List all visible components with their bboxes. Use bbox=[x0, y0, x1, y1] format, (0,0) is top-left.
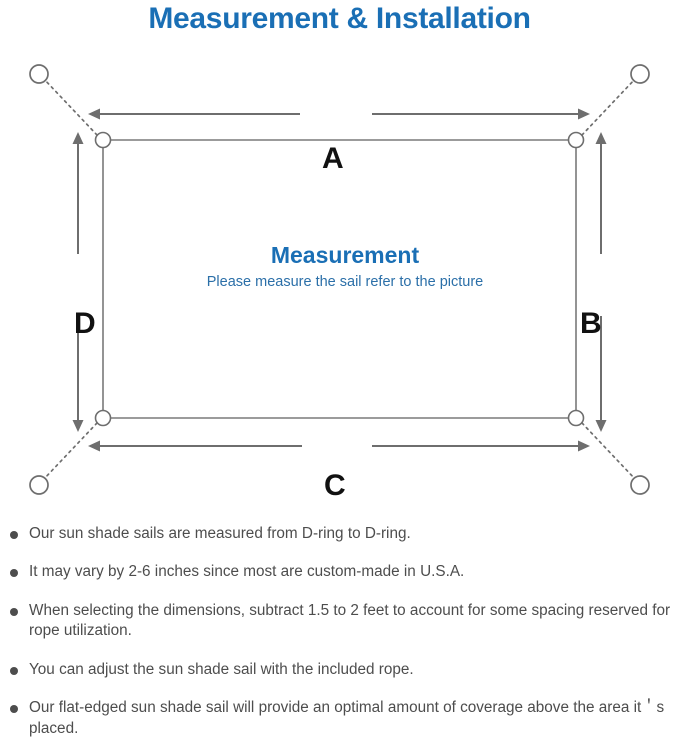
list-item: It may vary by 2-6 inches since most are… bbox=[0, 562, 679, 582]
list-item: Our flat-edged sun shade sail will provi… bbox=[0, 698, 679, 739]
rope-top-left bbox=[42, 77, 98, 136]
dimension-label-a: A bbox=[322, 142, 344, 175]
list-item: Our sun shade sails are measured from D-… bbox=[0, 524, 679, 544]
dimension-label-c: C bbox=[324, 469, 346, 502]
d-ring-top-left bbox=[94, 131, 112, 149]
sail-rectangle bbox=[102, 139, 577, 419]
anchor-ring-bottom-right bbox=[630, 475, 650, 495]
dimension-label-b: B bbox=[580, 307, 602, 340]
d-ring-bottom-left bbox=[94, 409, 112, 427]
bullet-dot-icon bbox=[10, 569, 18, 578]
notes-list: Our sun shade sails are measured from D-… bbox=[0, 524, 679, 739]
list-item: You can adjust the sun shade sail with t… bbox=[0, 660, 679, 680]
dimension-label-d: D bbox=[74, 307, 96, 340]
rope-top-right bbox=[581, 77, 637, 136]
list-item-text: Our sun shade sails are measured from D-… bbox=[29, 525, 411, 542]
d-ring-top-right bbox=[567, 131, 585, 149]
rope-bottom-right bbox=[581, 422, 637, 481]
list-item-text: Our flat-edged sun shade sail will provi… bbox=[29, 699, 665, 737]
measurement-diagram: A B C D Measurement Please measure the s… bbox=[0, 48, 679, 518]
bullet-dot-icon bbox=[10, 705, 18, 714]
d-ring-bottom-right bbox=[567, 409, 585, 427]
anchor-ring-top-left bbox=[29, 64, 49, 84]
diagram-svg bbox=[29, 64, 650, 495]
page-title: Measurement & Installation bbox=[148, 2, 531, 35]
rope-bottom-left bbox=[42, 422, 98, 481]
bullet-dot-icon bbox=[10, 531, 18, 539]
list-item-text: When selecting the dimensions, subtract … bbox=[29, 601, 671, 640]
list-item-text: You can adjust the sun shade sail with t… bbox=[29, 660, 414, 678]
list-item: When selecting the dimensions, subtract … bbox=[0, 601, 679, 642]
bullet-dot-icon bbox=[10, 607, 18, 616]
bullet-dot-icon bbox=[10, 666, 18, 675]
anchor-ring-top-right bbox=[630, 64, 650, 84]
anchor-ring-bottom-left bbox=[29, 475, 49, 495]
list-item-text: It may vary by 2-6 inches since most are… bbox=[29, 563, 465, 581]
